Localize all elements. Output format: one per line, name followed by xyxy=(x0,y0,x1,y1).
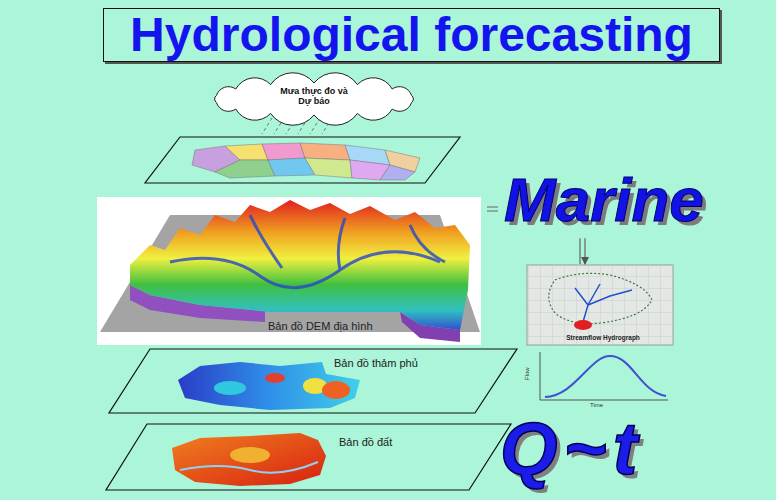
cover-patch xyxy=(214,381,246,395)
axis-label: Time xyxy=(590,402,603,408)
watershed-outline xyxy=(549,273,652,323)
rain-line xyxy=(262,118,272,134)
layer-outline xyxy=(108,348,518,414)
land-cover-map xyxy=(178,362,360,410)
soil-patch xyxy=(230,447,270,463)
dem-terrain xyxy=(130,200,470,330)
river-line xyxy=(588,284,600,305)
connector xyxy=(487,207,498,211)
node-text: Bản đồ DEM địa hình xyxy=(268,320,487,332)
soil-river xyxy=(180,462,318,473)
parallelogram-shape xyxy=(106,424,511,490)
label-holder: Flow xyxy=(524,367,530,380)
hydrograph-axis xyxy=(540,352,541,400)
parallelogram-shape xyxy=(109,349,517,413)
formula-text: Q~t xyxy=(500,414,643,484)
title-text: Hydrological forecasting xyxy=(130,11,693,59)
watershed-panel: Streamflow Hydrograph xyxy=(527,265,679,345)
model-name: Marine xyxy=(498,166,734,238)
rain-cloud: Mưa thực đo và Dự báo xyxy=(208,78,420,120)
soil-layer: Bản đồ đất xyxy=(105,423,512,491)
cover-patch xyxy=(322,381,350,399)
hydrograph-axis xyxy=(540,400,668,401)
axis-label: Flow xyxy=(524,367,530,380)
outlet-point xyxy=(574,320,592,330)
hydrograph-curve xyxy=(545,356,666,397)
valley-line xyxy=(170,252,440,288)
valley-line xyxy=(338,218,345,270)
subbasin xyxy=(262,143,305,160)
cloud-shape xyxy=(215,73,414,125)
dem-valleys xyxy=(170,215,445,288)
subbasin-layer xyxy=(145,137,460,183)
node-text: Marine xyxy=(504,166,734,234)
node-text: Mưa thực đo và Dự báo xyxy=(276,86,352,107)
subbasin xyxy=(215,160,275,178)
subbasin xyxy=(225,144,268,160)
node-text: Bản đồ đất xyxy=(339,436,512,448)
river-line xyxy=(575,288,588,322)
cover-patch xyxy=(265,373,285,383)
subbasin xyxy=(305,158,352,178)
land-cover-layer: Bản đồ thảm phủ xyxy=(108,348,518,414)
soil-map xyxy=(172,433,326,486)
watershed-rivers xyxy=(575,284,632,322)
title-box: Hydrological forecasting xyxy=(103,8,720,62)
dem-panel: Bản đồ DEM địa hình xyxy=(97,197,487,345)
valley-line xyxy=(250,215,282,268)
watershed-image xyxy=(527,265,673,345)
subbasin xyxy=(300,143,350,160)
watershed-grid xyxy=(527,265,673,345)
valley-line xyxy=(410,225,445,262)
node-text: Streamflow Hydrograph xyxy=(527,334,679,341)
layer-outline xyxy=(105,423,512,491)
subbasin-map xyxy=(192,143,420,180)
subbasin xyxy=(380,165,415,180)
rain-line xyxy=(310,118,320,134)
connector xyxy=(580,238,585,264)
node-text: Bản đồ thảm phủ xyxy=(334,357,518,369)
label-holder: Q~t xyxy=(500,414,643,484)
label-holder: Time xyxy=(590,402,603,408)
